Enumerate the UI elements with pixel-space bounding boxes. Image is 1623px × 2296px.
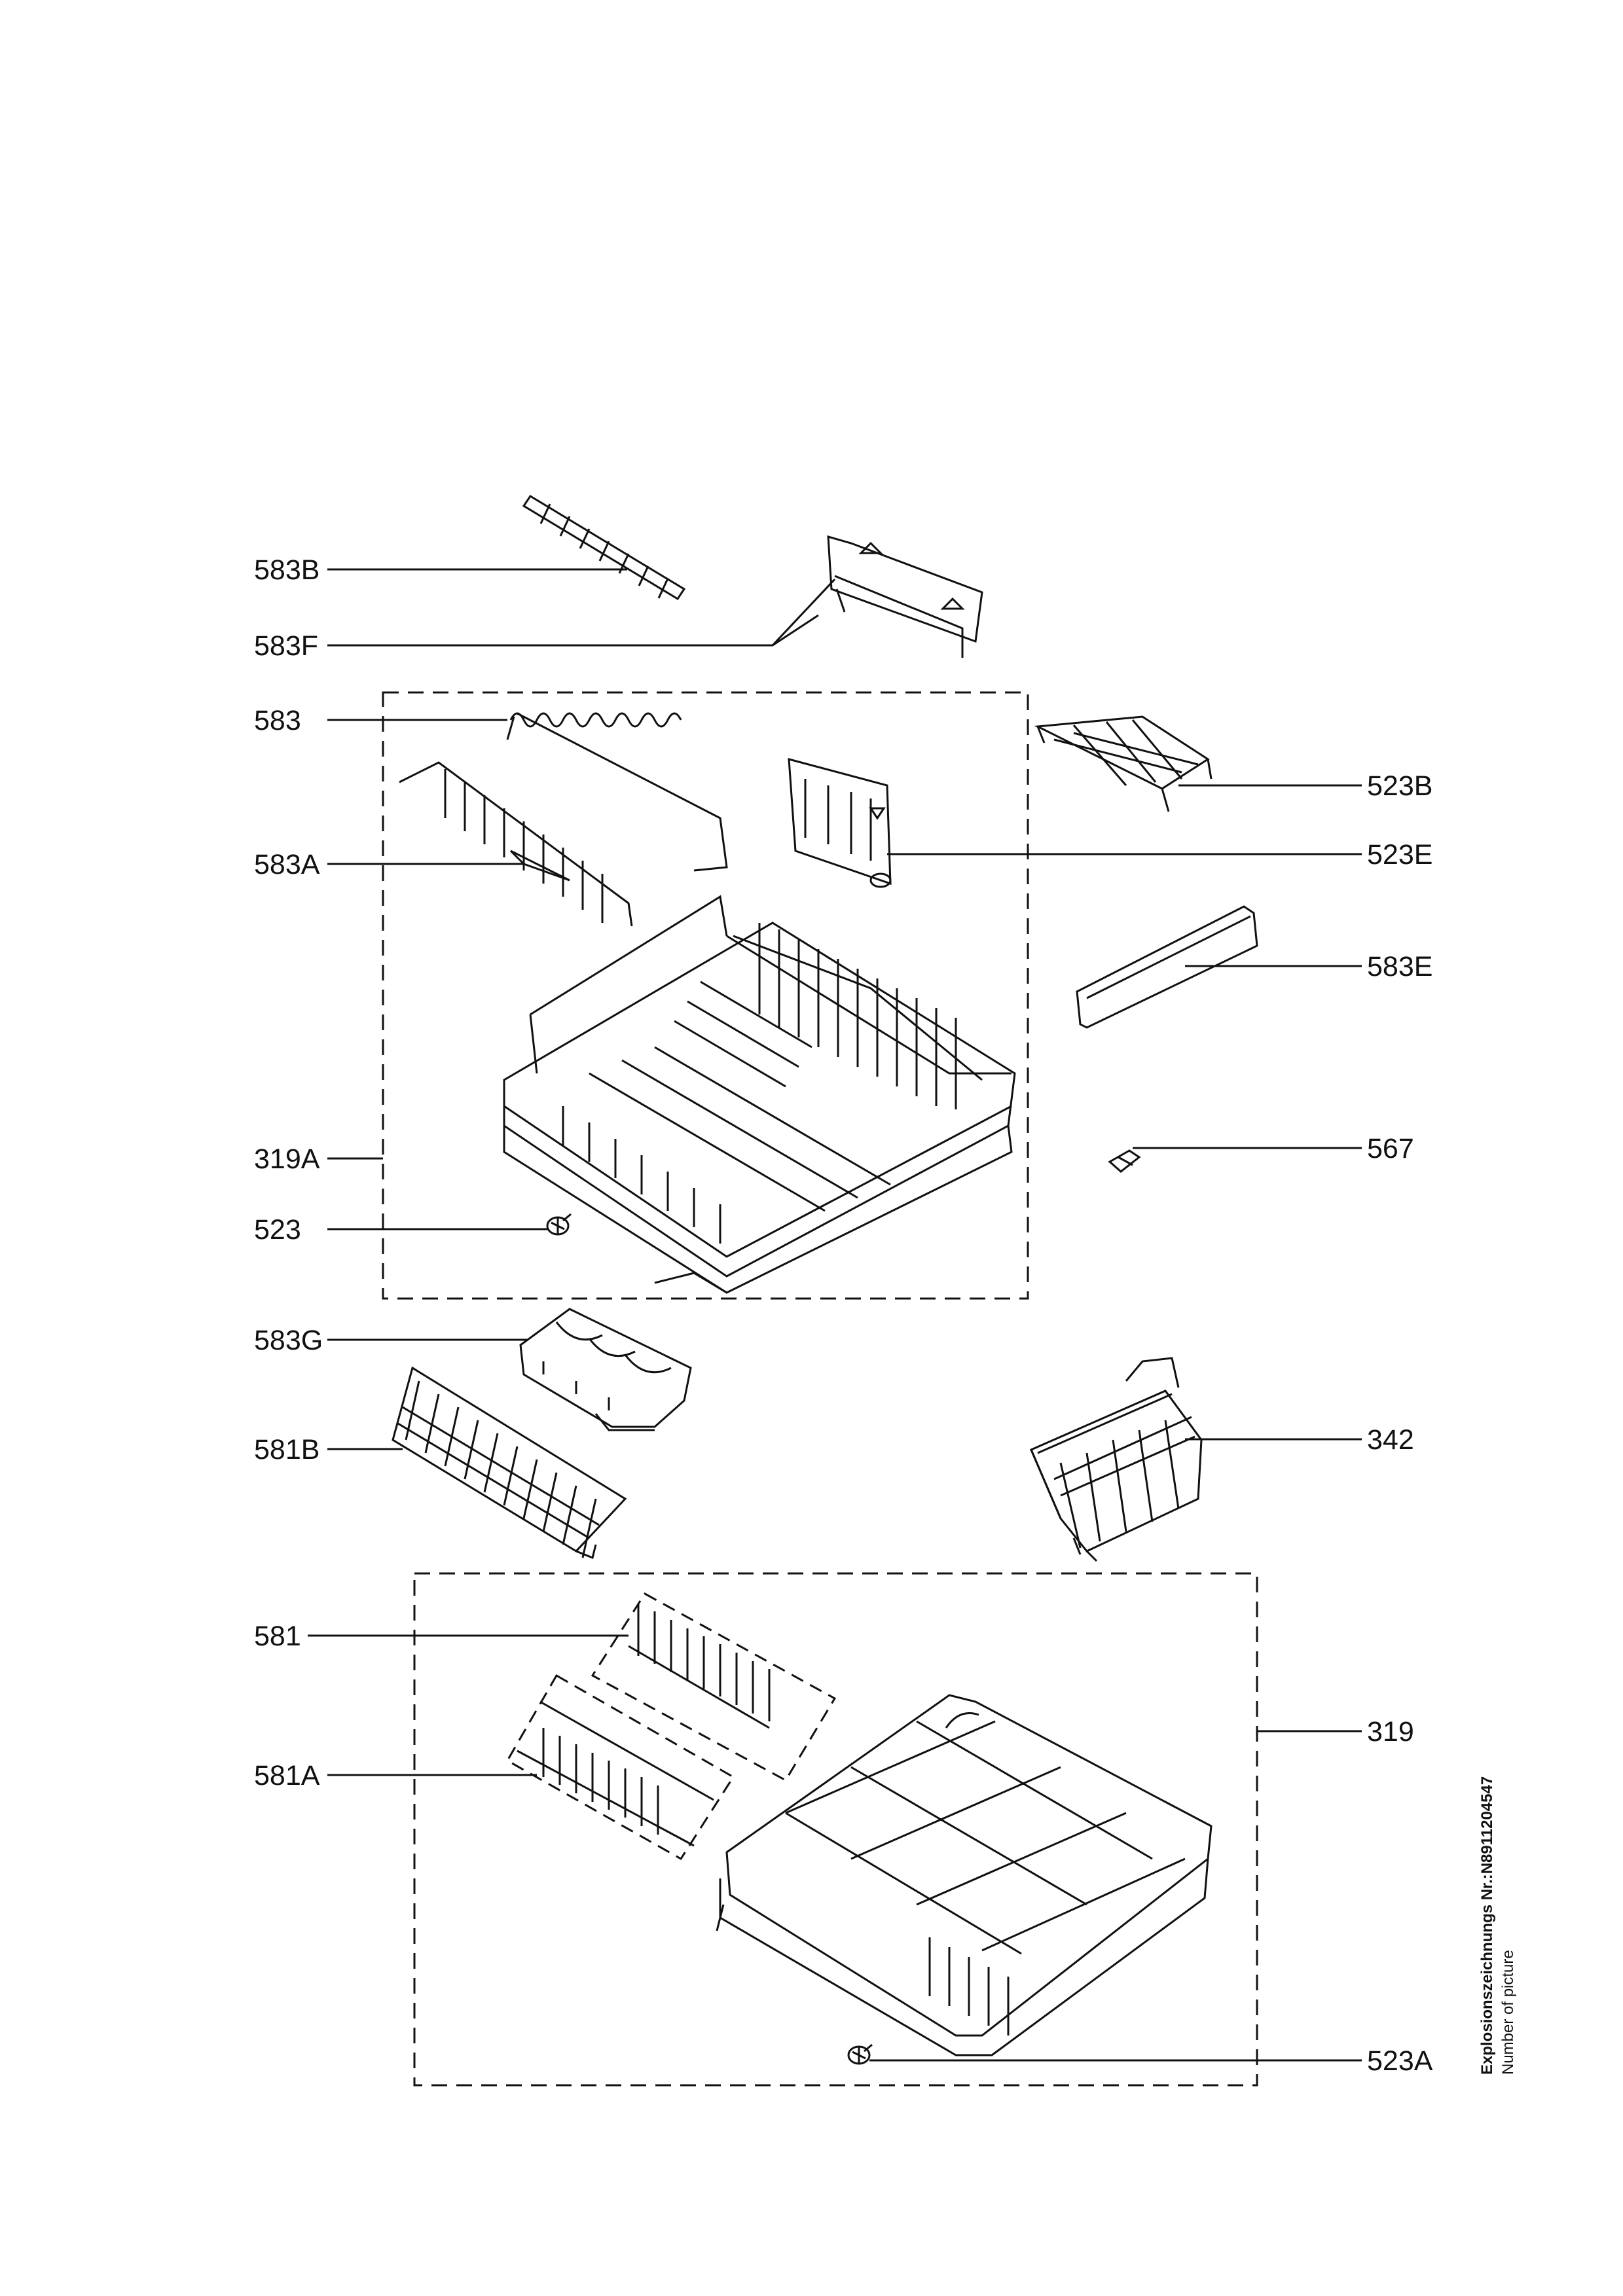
part-583E-flap [1076,905,1258,1029]
label-319A: 319A [254,1143,320,1175]
label-581: 581 [254,1621,301,1652]
part-523-wheel [546,1213,572,1236]
part-583G-holder [519,1308,692,1431]
drawing-number: Explosionszeichnungs Nr.:N8911204547 [1478,1776,1496,2075]
drawing-number-block: Explosionszeichnungs Nr.:N8911204547 Num… [1478,1776,1518,2075]
leader-583A [327,850,570,882]
part-581-tine-insert [591,1592,837,1782]
part-342-cutlery-basket [1030,1357,1203,1562]
label-583F: 583F [254,630,319,662]
part-583A-tine-rack [399,761,633,927]
part-523A-wheel [847,2043,873,2065]
part-583B-cup-rack [522,494,686,601]
part-523B-cup-rack [1034,715,1213,812]
part-319A-upper-basket [503,895,1016,1294]
label-342: 342 [1367,1424,1414,1456]
part-581B-side-rack [392,1366,627,1560]
label-583A: 583A [254,849,320,880]
label-523A: 523A [1367,2045,1433,2077]
label-523B: 523B [1367,770,1433,802]
part-523E-insert [788,758,892,888]
part-581A-tine-insert [505,1674,735,1861]
label-583E: 583E [1367,951,1433,982]
leader-lines [308,568,1362,2062]
label-523: 523 [254,1214,301,1246]
leader-583F [327,578,836,647]
part-319-lower-basket [716,1694,1213,2056]
label-319: 319 [1367,1716,1414,1748]
label-583G: 583G [254,1325,323,1356]
label-583: 583 [254,705,301,736]
label-581B: 581B [254,1434,320,1465]
label-567: 567 [1367,1133,1414,1164]
picture-caption: Number of picture [1499,1950,1517,2075]
upper-basket-group-frame [382,691,1029,1300]
label-523E: 523E [1367,839,1433,870]
lower-basket-group-frame [413,1572,1258,2087]
part-567-clip [1108,1149,1141,1173]
label-581A: 581A [254,1760,320,1791]
part-583-wave-rail [506,712,728,872]
label-583B: 583B [254,554,320,586]
part-583F-handle [827,535,983,658]
